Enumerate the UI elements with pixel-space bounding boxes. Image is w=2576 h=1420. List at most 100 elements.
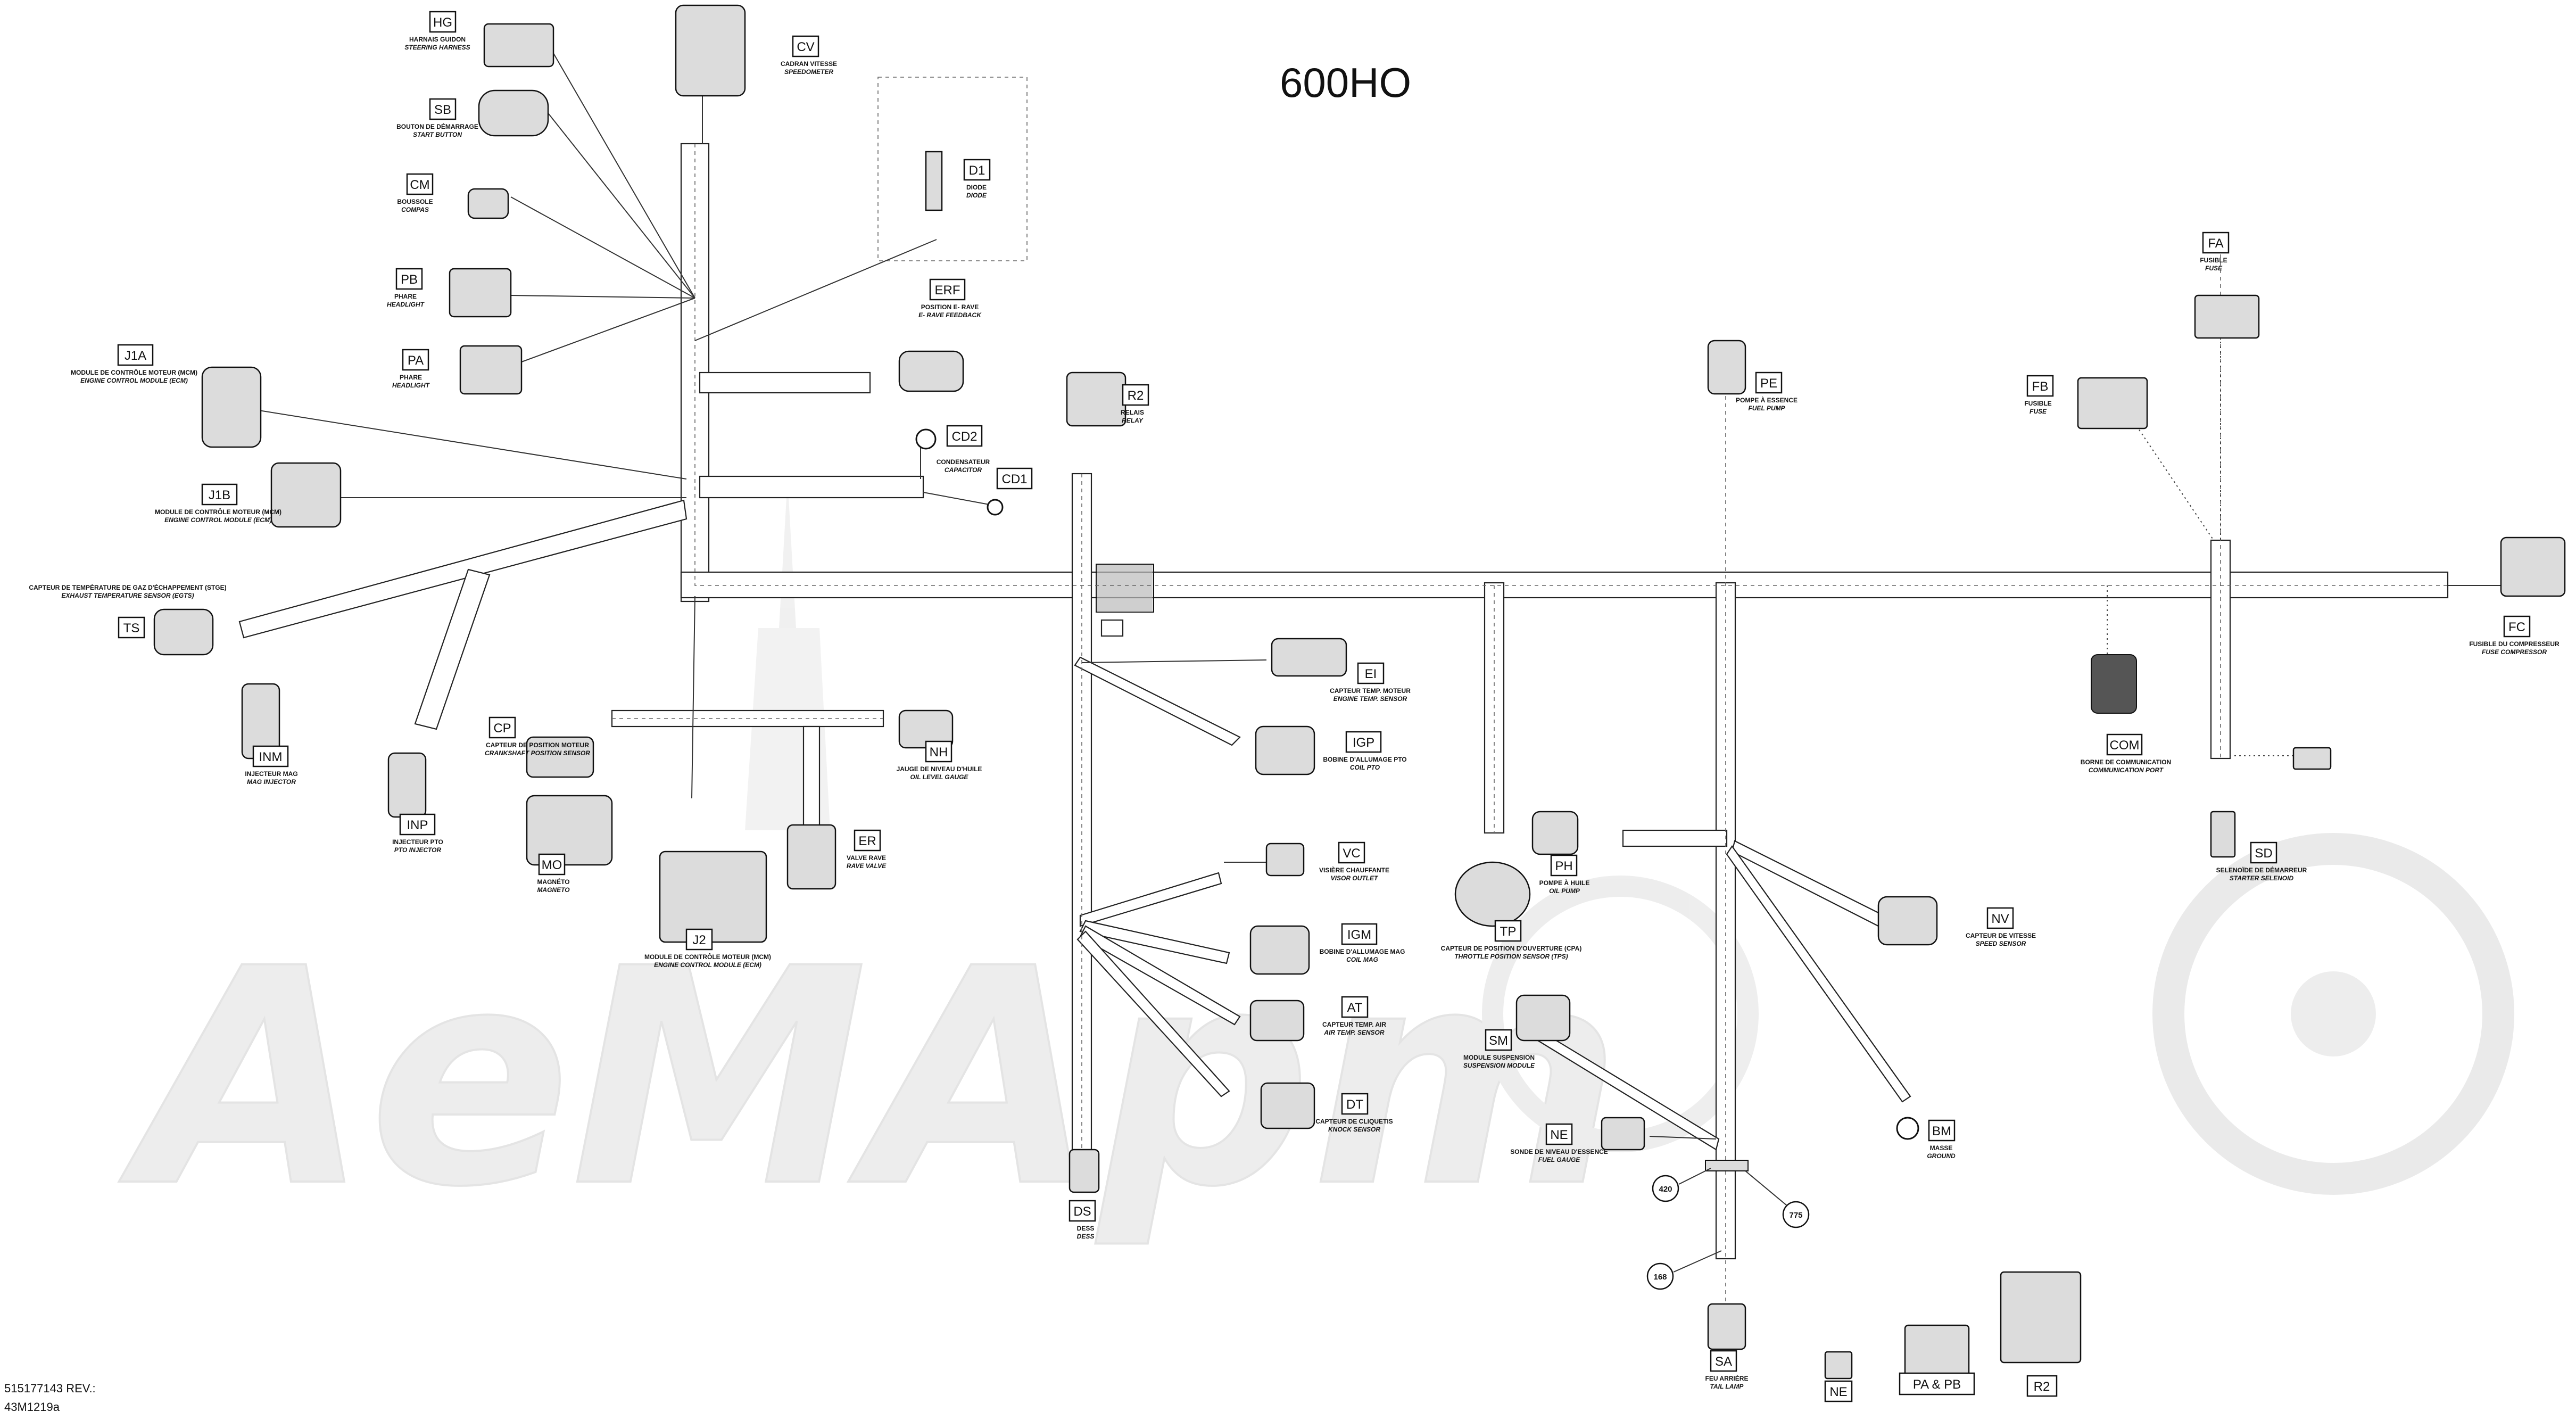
watermark: AeMApm [114,479,2514,1253]
connector-j1a-icon [201,366,262,448]
connector-j2-label-en: ENGINE CONTROL MODULE (ECM) [654,961,761,969]
connector-sa-label-fr: FEU ARRIÈRE [1705,1374,1749,1382]
diode-icon [925,151,943,211]
splice-168 [1646,1262,1674,1290]
connector-inp-label-fr: INJECTEUR PTO [392,838,443,846]
connector-cp-code-box [488,716,516,739]
connector-cm-code-box [406,173,434,195]
connector-r2-label-en: RELAY [1122,417,1144,424]
connector-erf-code: ERF [935,283,960,298]
connector-pe-code-box [1755,371,1783,394]
connector-nv-icon [1877,896,1938,946]
lead-cd1 [923,492,996,506]
connector-cd2-label: CD2 [946,425,983,447]
legend-ne-icon [1824,1351,1853,1380]
trunk-diag-igp [1074,656,1241,746]
trunk-diag-inp [414,568,491,730]
connector-igm-label-fr: BOBINE D'ALLUMAGE MAG [1320,948,1405,955]
lead-cm [510,196,695,299]
connector-pb-label-fr: PHARE [394,293,417,300]
watermark-hub [2291,971,2376,1056]
connector-cv-label-en: SPEEDOMETER [784,68,833,76]
connector-sb-code: SB [434,103,451,117]
connector-er-label-fr: VALVE RAVE [847,854,886,862]
connector-bm-label-fr: MASSE [1930,1144,1953,1152]
splice-168-label: 168 [1653,1273,1667,1282]
connector-fb-icon [2077,377,2148,430]
connector-vc-code-box [1338,841,1365,864]
legend-codes: NE PA & PB R2 [1824,1372,2058,1402]
connector-ph-icon [1531,811,1579,855]
connector-cp-label-en: CRANKSHAFT POSITION SENSOR [485,749,590,757]
connector-j1a-code: J1A [125,349,146,363]
trunk-ph [1622,829,1728,847]
connector-ei-code: EI [1365,667,1377,681]
connector-sm-icon [1515,994,1571,1042]
connector-igp-label-en: COIL PTO [1350,764,1380,771]
splice-775 [1782,1201,1810,1228]
trunk-branch-erf [699,371,871,394]
page-title: 600HO [1280,59,1411,106]
connector-fc-code-box [2503,615,2531,638]
connector-inp-code: INP [407,818,428,832]
connector-ne-code: NE [1550,1128,1568,1142]
connector-j1b-icon [270,462,342,528]
connector-cm-code: CM [410,178,429,192]
connector-at-label-fr: CAPTEUR TEMP. AIR [1322,1021,1386,1028]
connector-hg-label-en: STEERING HARNESS [404,44,470,51]
connector-vc-label-fr: VISIÈRE CHAUFFANTE [1319,866,1389,874]
connector-ei-label-fr: CAPTEUR TEMP. MOTEUR [1330,687,1411,695]
lead-sb [542,106,695,299]
connector-com-label-fr: BORNE DE COMMUNICATION [2081,758,2171,766]
connector-sb-code-box [429,98,457,120]
connector-inm-label-fr: INJECTEUR MAG [245,770,297,778]
capacitor-cd1-icon [987,499,1004,516]
connector-drawings [153,4,2566,1380]
connector-inm-code-box [252,745,289,767]
connector-pb-code-box [395,268,423,290]
lead-j2 [691,596,695,799]
connector-ne-icon [1601,1117,1645,1151]
connector-ds-icon [1068,1149,1100,1193]
connector-cd2-code-box [946,425,983,447]
connector-d1-label-fr: DIODE [966,184,987,191]
connector-erf-label-en: E- RAVE FEEDBACK [918,311,982,319]
lead-pa [521,298,695,362]
connector-pb-code: PB [401,273,418,287]
connector-igp-label-fr: BOBINE D'ALLUMAGE PTO [1323,756,1406,763]
connector-mo-code-box [538,853,566,876]
legend-pa-pb-box [1899,1372,1975,1396]
connector-nh-label-en: OIL LEVEL GAUGE [910,773,969,781]
connector-nv-label-en: SPEED SENSOR [1976,940,2026,947]
connector-sd-aux-icon [2292,747,2332,770]
connector-fb-label-fr: FUSIBLE [2024,400,2051,407]
dot-fb [2136,425,2214,541]
document-number: 515177143 REV.: [4,1382,96,1395]
splice-lead-168 [1673,1250,1722,1273]
connector-cv-code: CV [797,40,814,54]
connector-igm-label-en: COIL MAG [1346,956,1378,963]
connector-nh-code-box [925,740,952,763]
connector-cp-code: CP [493,721,511,736]
connector-fa-code: FA [2208,236,2223,251]
connector-sd-icon [2210,811,2236,858]
connector-j1b-label-en: ENGINE CONTROL MODULE (ECM) [164,516,272,524]
connector-pe-label-fr: POMPE À ESSENCE [1736,396,1798,404]
connector-er-label-en: RAVE VALVE [847,862,887,870]
connector-cd1-label-fr: CONDENSATEUR [937,458,990,466]
